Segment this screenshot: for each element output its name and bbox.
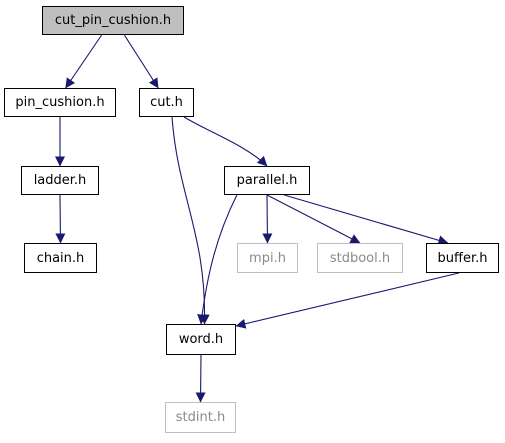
node-word-h[interactable]: word.h — [166, 324, 236, 355]
node-buffer-h[interactable]: buffer.h — [426, 243, 499, 273]
node-cut-h[interactable]: cut.h — [139, 88, 194, 117]
node-mpi-h: mpi.h — [237, 243, 298, 273]
node-ladder-h[interactable]: ladder.h — [21, 166, 99, 195]
edge-cut-to-parallel — [183, 116, 268, 167]
node-parallel-h[interactable]: parallel.h — [224, 166, 310, 195]
node-stdbool-h: stdbool.h — [317, 243, 403, 273]
edge-word-to-stdint — [195, 354, 206, 403]
edge-cut-to-word — [171, 116, 210, 325]
edge-parallel-to-mpi — [262, 194, 273, 244]
edge-buffer-to-word — [235, 272, 459, 329]
node-pin-cushion-h[interactable]: pin_cushion.h — [4, 88, 116, 117]
edge-parallel-to-buffer — [284, 194, 449, 246]
edge-ladder-to-chain — [55, 194, 66, 244]
edge-parallel-to-word — [197, 194, 238, 325]
edge-cut-pin-cushion-to-pin-cushion — [65, 34, 103, 89]
node-chain-h[interactable]: chain.h — [24, 243, 97, 273]
node-cut-pin-cushion-h: cut_pin_cushion.h — [42, 6, 184, 35]
edge-parallel-to-stdbool — [266, 194, 361, 244]
node-stdint-h: stdint.h — [165, 402, 236, 433]
edge-cut-pin-cushion-to-cut — [123, 34, 159, 89]
